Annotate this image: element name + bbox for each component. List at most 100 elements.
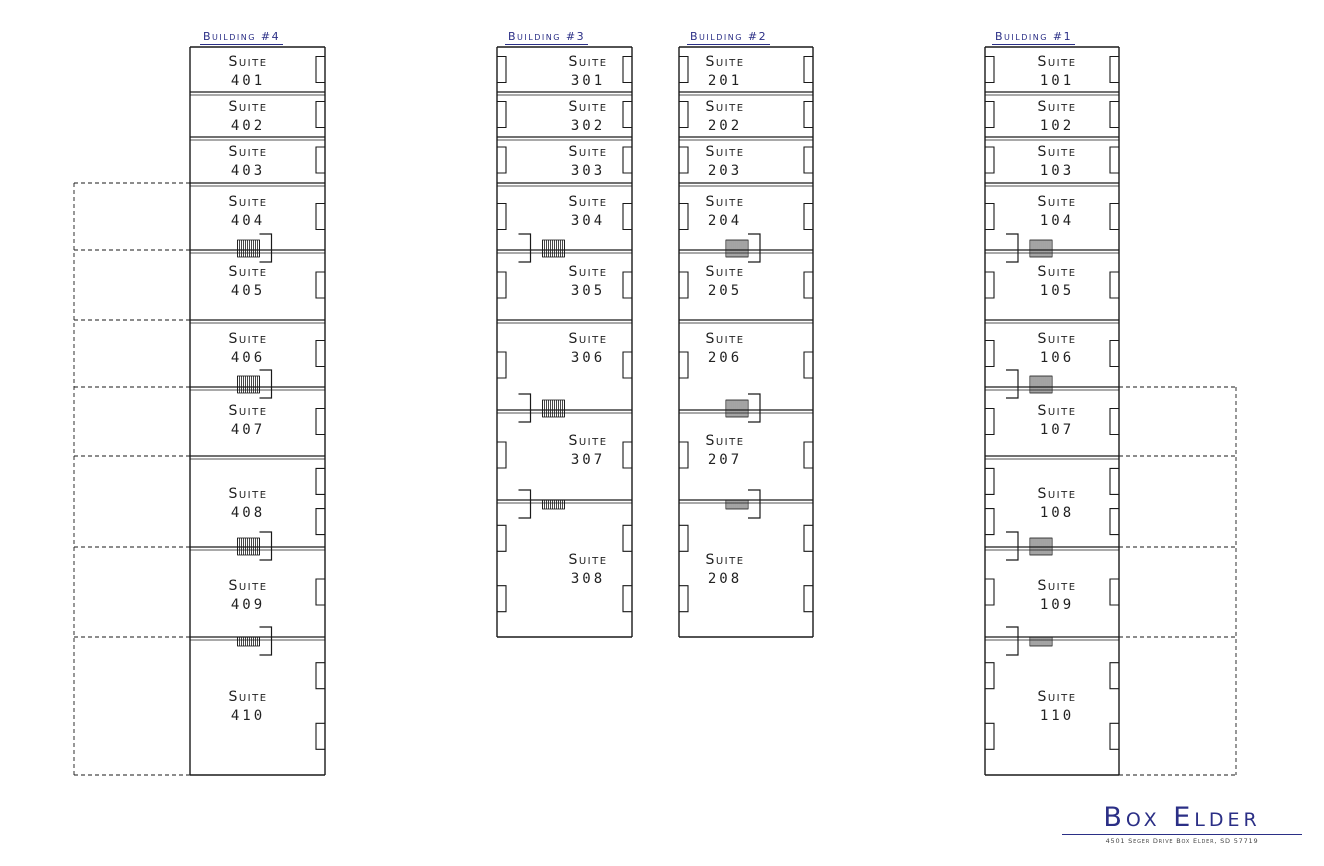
suite-number: 110 — [1039, 708, 1075, 724]
suite-number: 402 — [230, 118, 266, 134]
suite-word: Suite — [568, 331, 608, 347]
suite-word: Suite — [1037, 144, 1077, 160]
suite-number: 303 — [570, 163, 606, 179]
window-notch — [497, 351, 507, 379]
suite-label: Suite 108 — [1017, 485, 1097, 523]
landing-outline — [748, 393, 761, 423]
suite-number: 307 — [570, 452, 606, 468]
suite-number: 208 — [707, 571, 743, 587]
suite-number: 410 — [230, 708, 266, 724]
window-notch — [803, 524, 813, 552]
suite-word: Suite — [568, 552, 608, 568]
suite-word: Suite — [568, 99, 608, 115]
stair-outline — [725, 239, 749, 258]
window-notch — [1109, 722, 1119, 750]
stair-outline — [237, 239, 260, 258]
window-notch — [1109, 202, 1119, 231]
window-notch — [1109, 407, 1119, 436]
suite-number: 106 — [1039, 350, 1075, 366]
window-notch — [1109, 578, 1119, 606]
suite-number: 408 — [230, 505, 266, 521]
window-notch — [315, 55, 325, 84]
window-notch — [622, 441, 632, 469]
suite-number: 305 — [570, 283, 606, 299]
stair-icon — [237, 375, 260, 394]
window-notch — [1109, 55, 1119, 84]
window-notch — [315, 578, 325, 606]
landing-outline — [259, 369, 273, 399]
suite-word: Suite — [1037, 264, 1077, 280]
suite-number: 403 — [230, 163, 266, 179]
landing-outline — [259, 626, 273, 656]
suite-number: 108 — [1039, 505, 1075, 521]
stair-outline — [542, 239, 565, 258]
suite-word: Suite — [705, 144, 745, 160]
suite-word: Suite — [228, 54, 268, 70]
window-notch — [622, 351, 632, 379]
brand-address: 4501 Seger Drive Box Elder, SD 57719 — [1105, 837, 1259, 845]
window-notch — [803, 351, 813, 379]
stair-icon — [237, 537, 260, 556]
suite-word: Suite — [1037, 54, 1077, 70]
window-notch — [803, 441, 813, 469]
suite-number: 109 — [1039, 597, 1075, 613]
window-notch — [497, 55, 507, 84]
stair-icon — [725, 399, 749, 418]
suite-number: 304 — [570, 213, 606, 229]
stair-icon — [237, 239, 260, 258]
stair-icon — [542, 399, 565, 418]
suite-number: 409 — [230, 597, 266, 613]
suite-word: Suite — [1037, 486, 1077, 502]
window-notch — [1109, 339, 1119, 368]
suite-number: 302 — [570, 118, 606, 134]
suite-word: Suite — [228, 144, 268, 160]
landing-outline — [1006, 233, 1019, 263]
suite-word: Suite — [568, 194, 608, 210]
suite-number: 406 — [230, 350, 266, 366]
landing-outline — [748, 233, 761, 263]
window-notch — [803, 271, 813, 299]
suite-number: 104 — [1039, 213, 1075, 229]
suite-number: 103 — [1039, 163, 1075, 179]
stair-outline — [542, 499, 565, 510]
suite-word: Suite — [1037, 194, 1077, 210]
window-notch — [679, 524, 689, 552]
window-notch — [679, 146, 689, 174]
brand-block: Box Elder 4501 Seger Drive Box Elder, SD… — [1062, 803, 1302, 845]
stair-icon — [1029, 537, 1053, 556]
stair-outline — [1029, 537, 1053, 556]
suite-label: Suite 103 — [1017, 143, 1097, 181]
stair-icon — [1029, 375, 1053, 394]
stair-outline — [725, 499, 749, 510]
suite-word: Suite — [228, 578, 268, 594]
suite-label: Suite 305 — [548, 263, 628, 301]
landing-outline — [259, 531, 273, 561]
window-notch — [679, 55, 689, 84]
window-notch — [622, 524, 632, 552]
suite-word: Suite — [1037, 99, 1077, 115]
suite-word: Suite — [228, 331, 268, 347]
stair-icon — [725, 239, 749, 258]
window-notch — [622, 55, 632, 84]
window-notch — [985, 507, 995, 536]
window-notch — [985, 146, 995, 174]
suite-word: Suite — [228, 689, 268, 705]
stair-icon — [237, 636, 260, 647]
window-notch — [679, 271, 689, 299]
window-notch — [1109, 146, 1119, 174]
suite-word: Suite — [568, 264, 608, 280]
suite-label: Suite 406 — [208, 330, 288, 368]
landing-outline — [518, 233, 532, 263]
